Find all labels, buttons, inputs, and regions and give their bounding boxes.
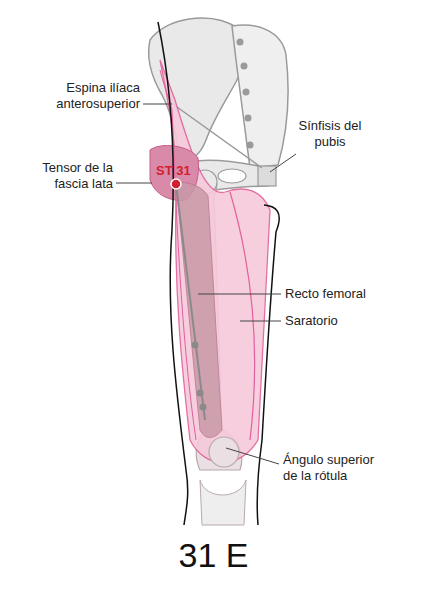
muscle-label: Tensor de la fascia lata (15, 160, 113, 192)
figure-caption: 31 E (0, 536, 427, 574)
bone-label: Sínfisis del pubis (290, 118, 370, 150)
bone-label: Ángulo superior de la rótula (283, 452, 387, 484)
bone-label: Espina ilíaca anterosuperior (15, 80, 140, 112)
muscle-label: Recto femoral (285, 286, 405, 302)
muscle-label: Saratorio (285, 313, 395, 329)
acupoint-label: ST 31 (156, 163, 200, 179)
